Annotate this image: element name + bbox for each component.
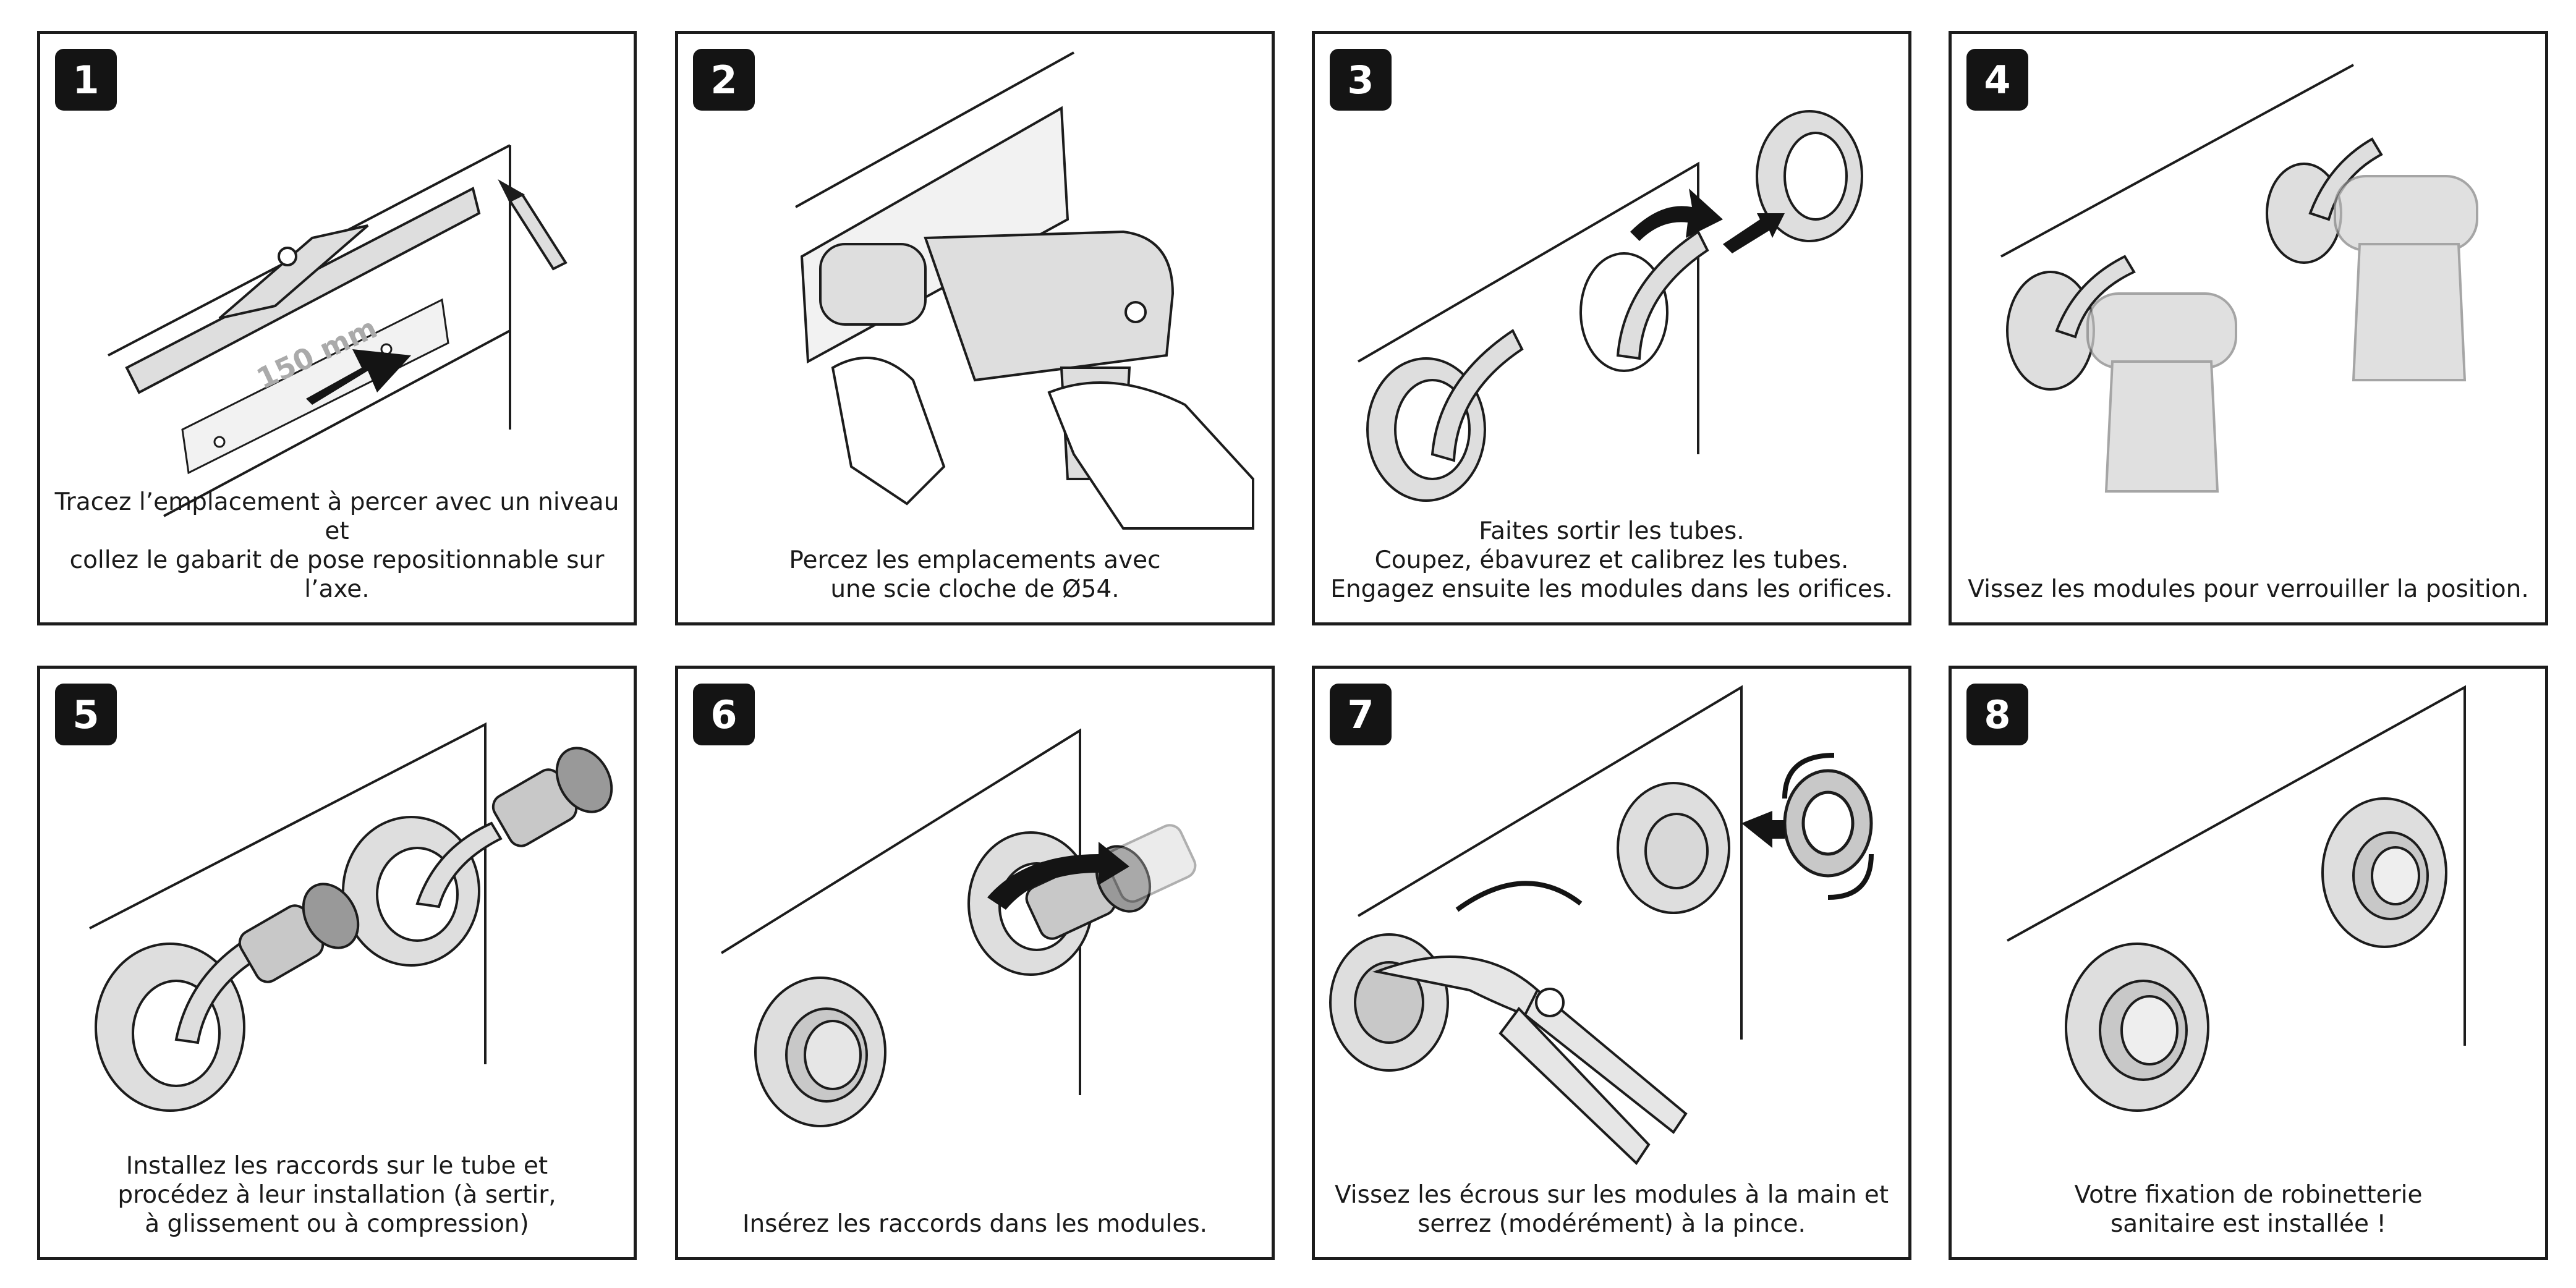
step-caption: Vissez les modules pour verrouiller la p…: [1968, 575, 2529, 603]
wall-icon: [720, 728, 1081, 1095]
pliers-icon: [1372, 955, 1688, 1166]
step-caption: Percez les emplacements avec une scie cl…: [789, 546, 1161, 603]
step-panel-5: 5 Installez les raccords sur le tube et …: [37, 666, 637, 1260]
step-number-badge: 5: [55, 684, 117, 745]
step-number-badge: 6: [693, 684, 755, 745]
step-4-illustration: [2000, 64, 2478, 493]
step-number-badge: 2: [693, 49, 755, 111]
step-panel-7: 7 Vissez les écrous sur les modules à la…: [1312, 666, 1911, 1260]
step-1-illustration: 150 mm: [108, 144, 567, 517]
step-panel-8: 8 Votre fixation de robinetterie sanitai…: [1949, 666, 2548, 1260]
step-caption: Faites sortir les tubes. Coupez, ébavure…: [1330, 517, 1893, 603]
step-panel-2: 2 Percez les emplacements avec une scie …: [675, 31, 1275, 625]
screwdriver-icon: [2086, 175, 2478, 493]
nut-icon: [1783, 769, 1873, 878]
step-caption: Installez les raccords sur le tube et pr…: [117, 1152, 556, 1238]
pencil-icon: [498, 179, 567, 271]
finished-fixture-icon: [2065, 797, 2447, 1112]
step-2-illustration: [795, 51, 1254, 530]
wall-icon: [89, 722, 487, 1064]
step-caption: Votre fixation de robinetterie sanitaire…: [2074, 1181, 2423, 1238]
step-5-illustration: [89, 722, 613, 1112]
step-number-badge: 4: [1966, 49, 2028, 111]
wall-icon: [1357, 161, 1699, 454]
step-panel-6: 6 Insérez les raccords dans les modules.: [675, 666, 1275, 1260]
fitting-icon: [174, 747, 613, 1044]
wall-icon: [2007, 685, 2466, 1046]
step-8-illustration: [2007, 685, 2466, 1112]
tube-icon: [1430, 230, 1709, 462]
step-6-illustration: [720, 728, 1197, 1127]
step-panel-3: 3 Faites sortir les tubes. Coupez, ébavu…: [1312, 31, 1911, 625]
step-number-badge: 7: [1330, 684, 1392, 745]
arrow-icon: [306, 349, 411, 405]
step-number-badge: 8: [1966, 684, 2028, 745]
step-caption: Tracez l’emplacement à percer avec un ni…: [54, 488, 619, 603]
arrow-icon: [987, 842, 1129, 910]
step-caption: Vissez les écrous sur les modules à la m…: [1334, 1181, 1889, 1238]
level-icon: [125, 187, 481, 394]
arrow-icon: [1741, 811, 1785, 848]
arrow-icon: [1630, 189, 1785, 253]
hands-icon: [831, 357, 1254, 530]
step-panel-1: 150 mm 1 Tracez l’emplacement à percer a…: [37, 31, 637, 625]
step-number-badge: 3: [1330, 49, 1392, 111]
step-caption: Insérez les raccords dans les modules.: [742, 1210, 1208, 1238]
wall-icon: [1357, 685, 1743, 1040]
step-7-illustration: [1329, 685, 1874, 1166]
step-3-illustration: [1357, 110, 1863, 502]
step-panel-4: 4 Vissez les modules pour verrouiller la…: [1949, 31, 2548, 625]
wall-icon: [2000, 64, 2354, 258]
step-number-badge: 1: [55, 49, 117, 111]
rotate-arrow-icon: [1455, 753, 1874, 912]
